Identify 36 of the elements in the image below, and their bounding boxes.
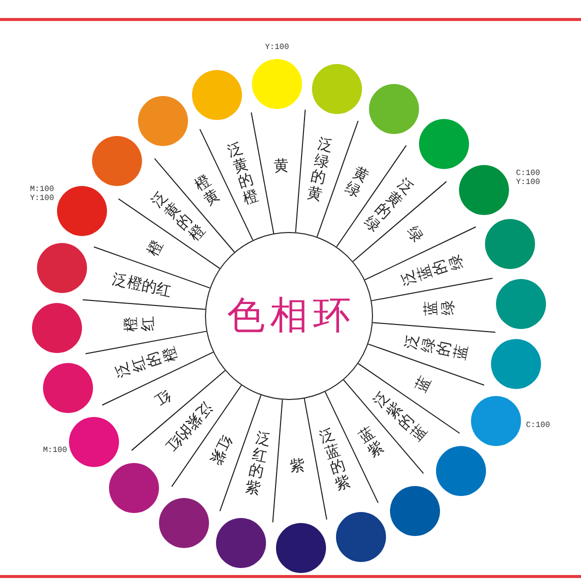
- hue-name: 黄: [273, 158, 290, 175]
- hue-name: 红紫: [206, 432, 236, 467]
- color-swatch-icon: [369, 84, 420, 134]
- cmyk-value: C:100: [526, 422, 550, 431]
- hue-name: 泛绿的蓝: [402, 332, 470, 362]
- color-swatch-icon: [458, 164, 509, 215]
- color-swatch-icon: [436, 446, 486, 496]
- hue-name: 橙黄: [192, 172, 223, 208]
- cmyk-value: C:100 Y:100: [516, 170, 540, 188]
- hue-name: 蓝绿: [422, 300, 456, 316]
- color-swatch-icon: [390, 486, 440, 536]
- cmyk-value: M:100 Y:100: [30, 186, 54, 204]
- color-swatch-icon: [419, 118, 470, 169]
- hue-name: 黄绿: [342, 164, 372, 200]
- cmyk-value: Y:100: [265, 44, 289, 53]
- color-swatch-icon: [470, 396, 521, 446]
- cmyk-value: M:100: [43, 447, 68, 456]
- color-swatch-icon: [108, 463, 159, 514]
- center-title: 色相环: [227, 295, 356, 337]
- hue-name: 泛蓝的绿: [398, 252, 466, 287]
- hue-name: 蓝: [412, 374, 434, 395]
- hue-name: 泛橙的红: [111, 270, 174, 300]
- color-swatch-icon: [69, 417, 120, 468]
- hue-name: 绿: [404, 224, 426, 246]
- hue-name: 泛红的紫: [244, 428, 272, 497]
- hue-name: 泛绿的黄: [306, 135, 334, 204]
- hue-name: 橙: [144, 237, 166, 258]
- color-swatch-icon: [138, 96, 188, 146]
- hue-name: 橙红: [122, 316, 156, 332]
- hue-name: 紫: [288, 457, 305, 474]
- color-swatch-icon: [92, 136, 142, 186]
- hue-name: 泛黄的橙: [225, 140, 260, 208]
- hue-name: 红: [152, 386, 174, 409]
- hue-name: 泛蓝的紫: [318, 424, 353, 492]
- hue-name: 蓝紫: [355, 424, 386, 460]
- hue-name: 泛红的橙: [112, 345, 180, 380]
